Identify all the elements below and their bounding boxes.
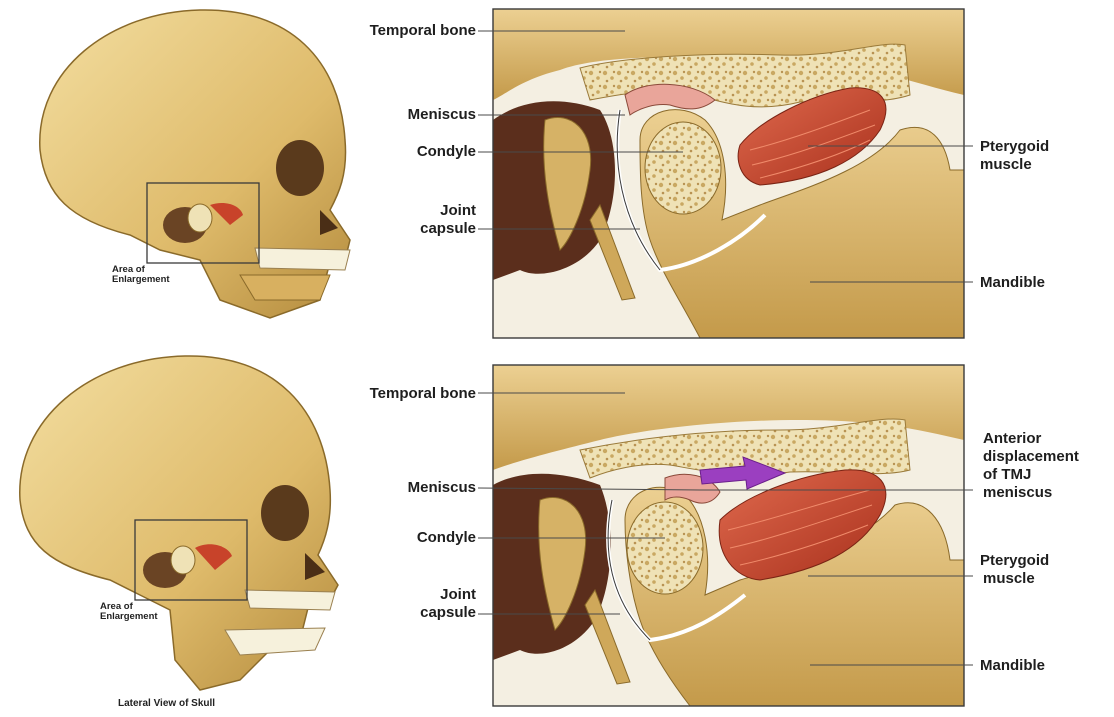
skull-top bbox=[40, 10, 350, 318]
label-meniscus-bottom: Meniscus bbox=[300, 479, 476, 496]
tmj-normal-panel bbox=[493, 9, 964, 338]
label-meniscus-top: Meniscus bbox=[300, 106, 476, 123]
label-pterygoid-bottom-line2: muscle bbox=[983, 570, 1035, 587]
label-condyle-bottom: Condyle bbox=[300, 529, 476, 546]
label-anterior-line3: of TMJ bbox=[983, 466, 1031, 483]
label-temporal-bone-top: Temporal bone bbox=[300, 22, 476, 39]
label-mandible-top: Mandible bbox=[980, 274, 1045, 291]
label-temporal-bone-bottom: Temporal bone bbox=[300, 385, 476, 402]
label-joint-capsule-top-line1: Joint bbox=[300, 202, 476, 219]
label-joint-capsule-top-line2: capsule bbox=[300, 220, 476, 237]
area-of-enlargement-top-line2: Enlargement bbox=[112, 275, 170, 285]
area-of-enlargement-bottom-line2: Enlargement bbox=[100, 612, 158, 622]
label-pterygoid-top-line1: Pterygoid bbox=[980, 138, 1049, 155]
skull-bottom bbox=[20, 356, 338, 690]
label-anterior-line1: Anterior bbox=[983, 430, 1041, 447]
label-pterygoid-bottom-line1: Pterygoid bbox=[980, 552, 1049, 569]
label-mandible-bottom: Mandible bbox=[980, 657, 1045, 674]
label-pterygoid-top-line2: muscle bbox=[980, 156, 1032, 173]
label-joint-capsule-bottom-line2: capsule bbox=[300, 604, 476, 621]
tmj-displaced-panel bbox=[493, 365, 964, 706]
label-anterior-line4: meniscus bbox=[983, 484, 1052, 501]
label-condyle-top: Condyle bbox=[300, 143, 476, 160]
label-joint-capsule-bottom-line1: Joint bbox=[300, 586, 476, 603]
label-anterior-line2: displacement bbox=[983, 448, 1079, 465]
caption-lateral-view: Lateral View of Skull bbox=[118, 698, 215, 709]
